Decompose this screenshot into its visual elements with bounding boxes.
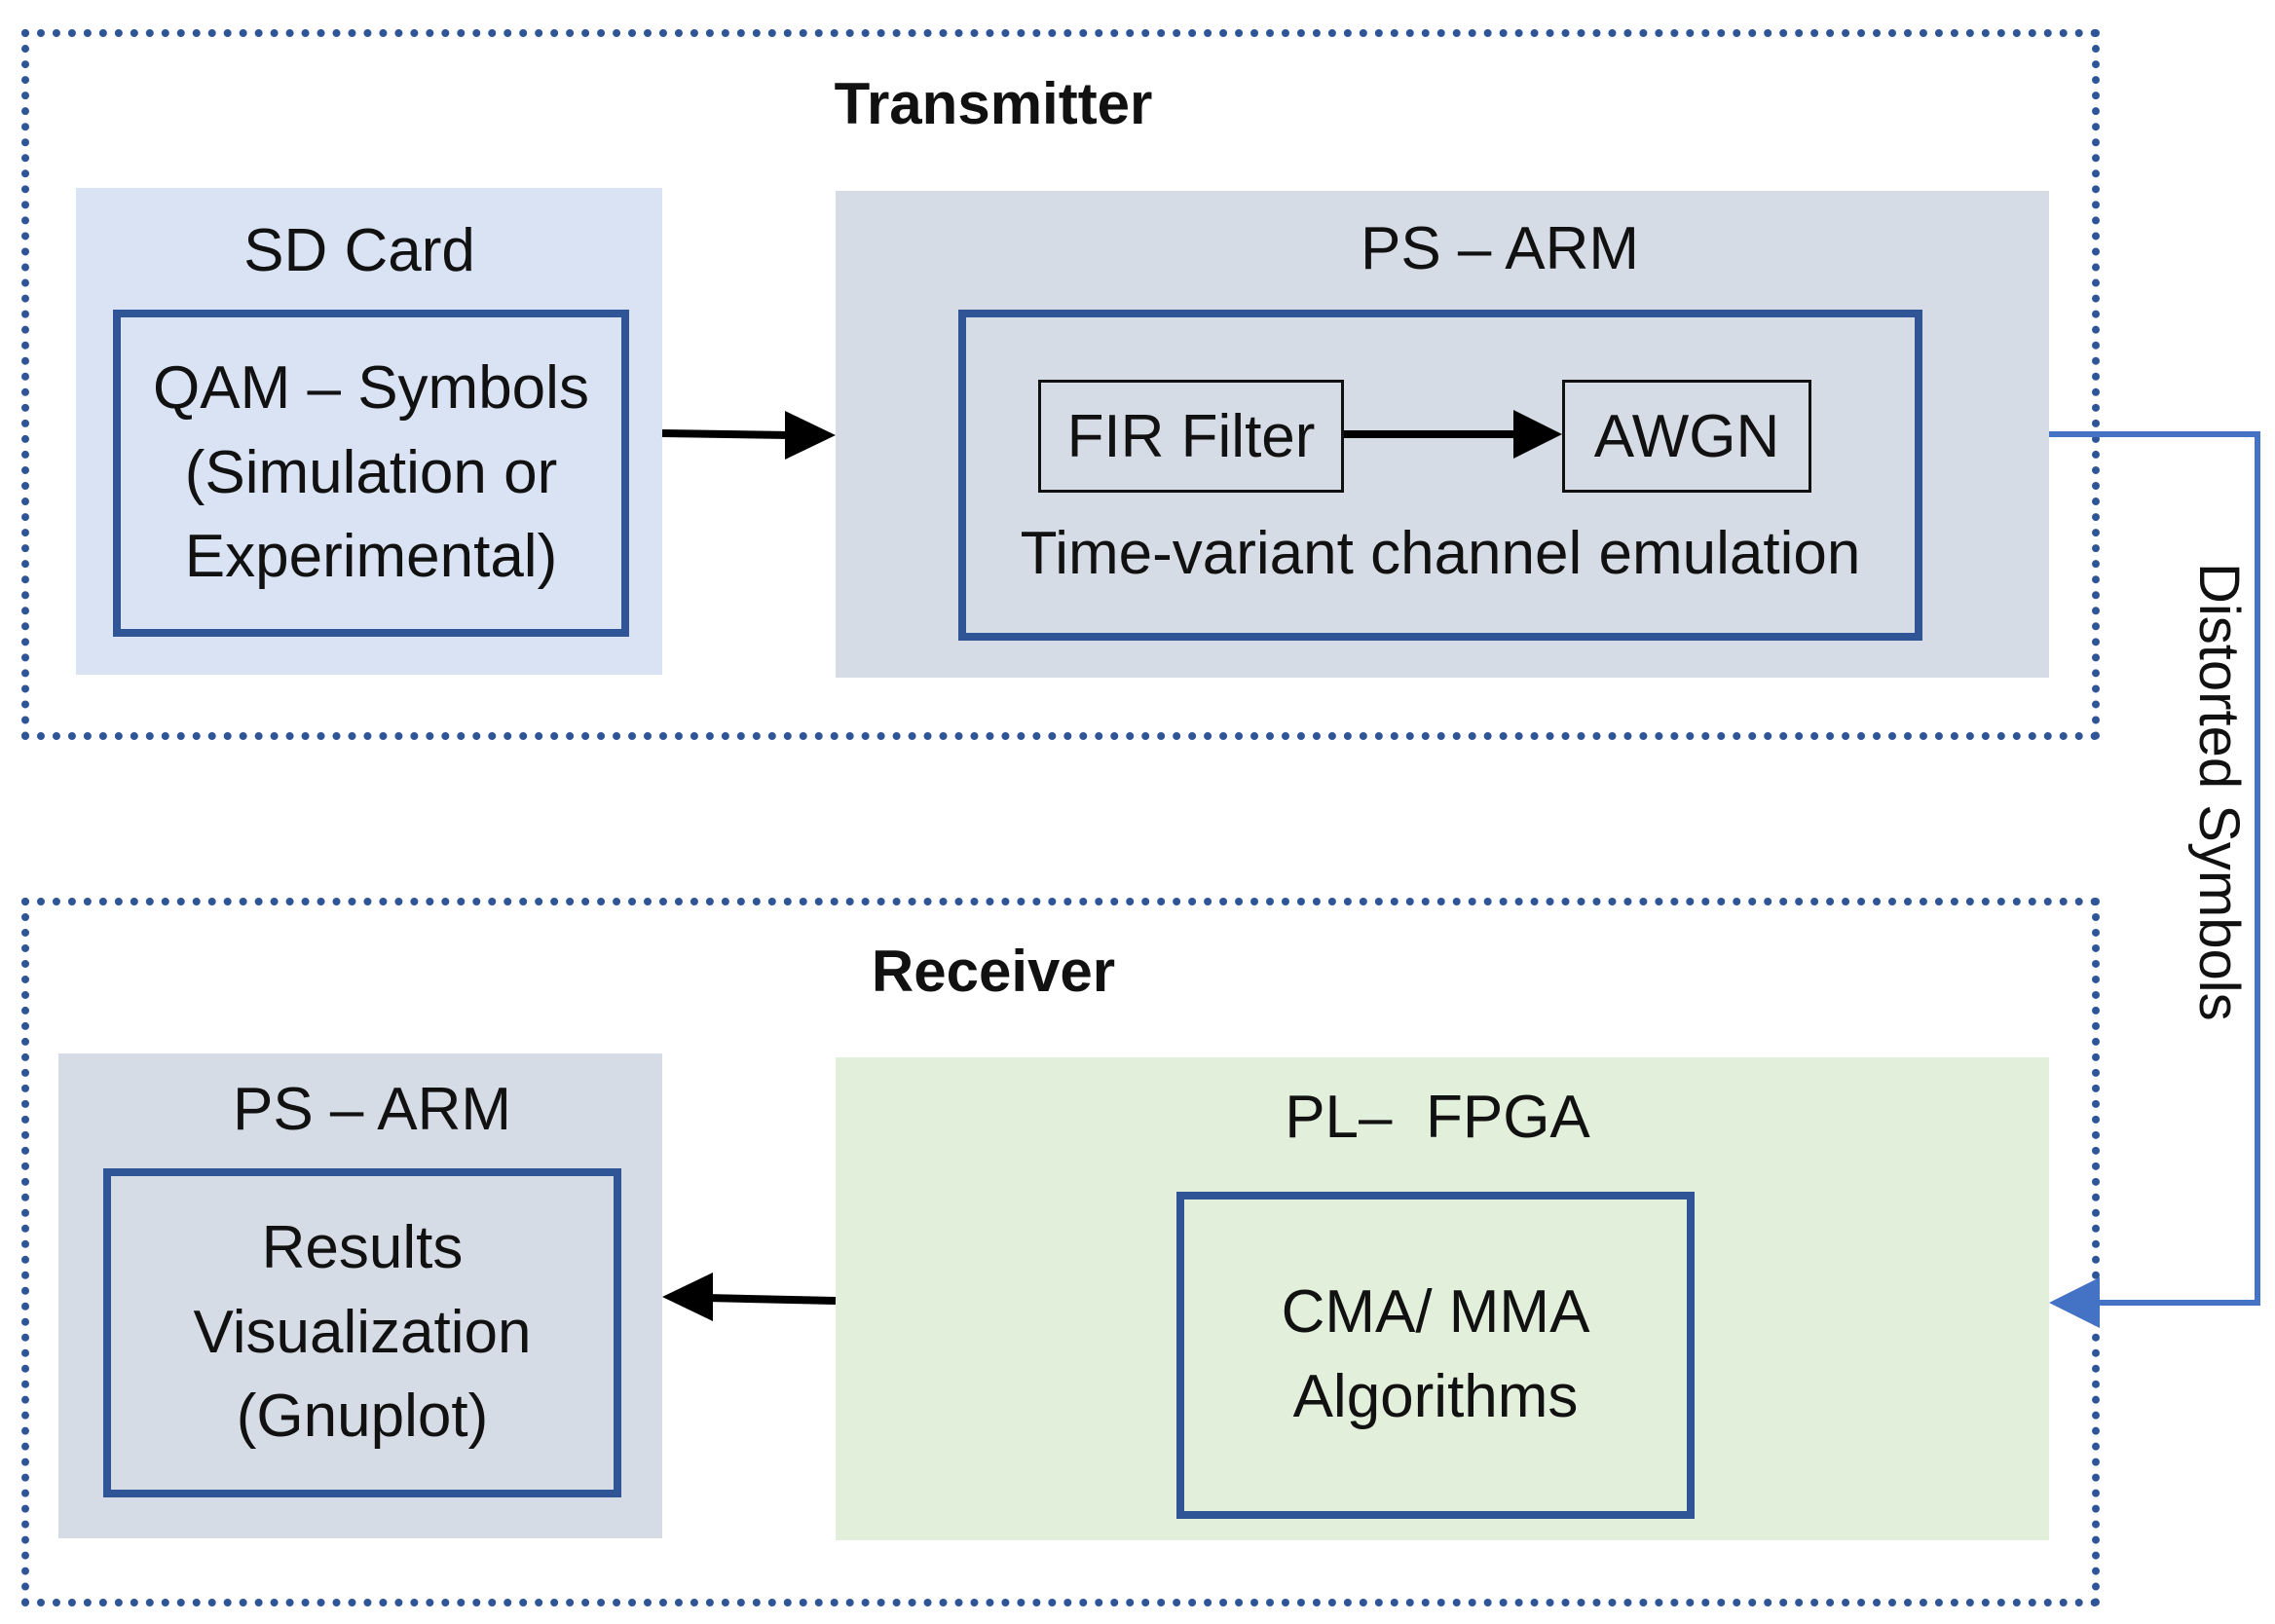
distorted-symbols-arrow-head	[2049, 1277, 2100, 1328]
qam-line-3: Experimental)	[184, 523, 558, 591]
cma-mma-text: CMA/ MMA Algorithms	[1282, 1271, 1590, 1440]
fir-awgn-arrow-head	[1513, 410, 1562, 459]
awgn-box: AWGN	[1562, 380, 1811, 493]
transmitter-frame	[21, 29, 2100, 740]
pl-fpga-panel	[836, 1057, 2049, 1540]
receiver-frame	[21, 898, 2100, 1606]
distorted-symbols-link	[2049, 431, 2260, 1306]
tx-arrow-head	[785, 411, 836, 460]
fir-filter-box: FIR Filter	[1038, 380, 1344, 493]
channel-emulation-caption: Time-variant channel emulation	[1020, 520, 1861, 587]
qam-symbols-text: QAM – Symbols (Simulation or Experimenta…	[153, 347, 589, 600]
cma-mma-box: CMA/ MMA Algorithms	[1176, 1192, 1695, 1519]
rx-arrow-head	[662, 1273, 713, 1321]
rx-arrow-shaft	[706, 1294, 837, 1305]
pl-fpga-title: PL– FPGA	[1285, 1084, 1590, 1151]
cma-line-1: CMA/ MMA	[1281, 1278, 1590, 1347]
tx-ps-arm-title: PS – ARM	[1361, 215, 1639, 282]
sd-card-title: SD Card	[243, 217, 475, 284]
rx-ps-arm-title: PS – ARM	[233, 1076, 511, 1143]
distorted-symbols-label: Distorted Symbols	[2187, 563, 2251, 1021]
receiver-title: Receiver	[871, 939, 1116, 1004]
results-visualization-box: Results Visualization (Gnuplot)	[103, 1168, 621, 1497]
tx-arrow-shaft	[661, 429, 792, 439]
cma-line-2: Algorithms	[1292, 1363, 1579, 1430]
qam-line-2: (Simulation or	[184, 438, 558, 506]
results-visualization-text: Results Visualization (Gnuplot)	[194, 1206, 532, 1459]
qam-symbols-box: QAM – Symbols (Simulation or Experimenta…	[113, 310, 629, 637]
results-line-1: Results	[261, 1213, 464, 1281]
channel-emulation-box	[958, 310, 1922, 641]
transmitter-title: Transmitter	[834, 71, 1153, 136]
results-line-3: (Gnuplot)	[236, 1383, 489, 1451]
results-line-2: Visualization	[193, 1298, 532, 1366]
qam-line-1: QAM – Symbols	[153, 353, 589, 422]
sd-card-panel	[76, 188, 662, 675]
rx-ps-arm-panel	[58, 1053, 662, 1538]
